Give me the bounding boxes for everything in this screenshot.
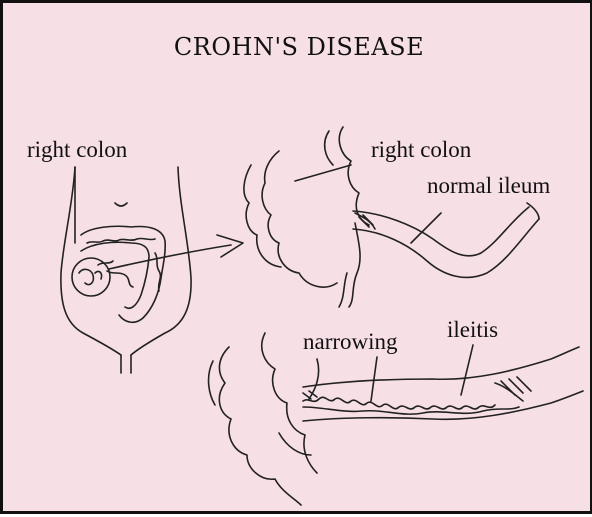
- leader-ileitis: [461, 345, 473, 395]
- lower-colon-detail: [209, 333, 319, 505]
- torso-outline: [61, 167, 191, 373]
- normal-ileum-tube: [353, 203, 539, 277]
- body-colon: [81, 226, 165, 322]
- crohns-illustration: [3, 3, 592, 517]
- magnify-circle: [72, 258, 110, 296]
- upper-colon-detail: [244, 127, 369, 307]
- ileitis-tube: [303, 345, 583, 421]
- leader-narrowing: [371, 357, 377, 401]
